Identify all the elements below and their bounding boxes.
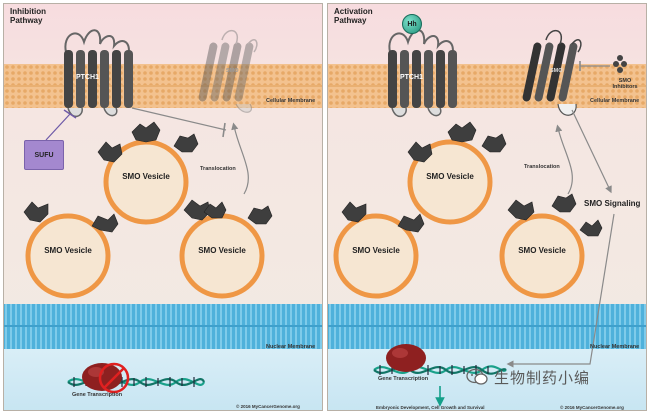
vesicle-label: SMO Vesicle (122, 172, 170, 181)
vesicle-label: SMO Vesicle (44, 246, 92, 255)
smo-label: SMO (550, 68, 563, 74)
active-smo-receptor (522, 30, 582, 116)
vesicle-smo-proteins (341, 121, 603, 237)
ptch1-label: PTCH1 (400, 74, 423, 81)
watermark-text: 生物制药小编 (494, 369, 591, 387)
panel-title: Inhibition Pathway (10, 7, 46, 25)
gene-transcription-label: Gene Transcription (72, 392, 123, 398)
smo-signaling-label: SMO Signaling (584, 199, 641, 208)
inhibition-diagram-art (4, 4, 322, 410)
smo-label: SMO (226, 68, 239, 74)
smo-vesicle (25, 213, 111, 299)
sufu-box: SUFU (24, 140, 64, 170)
smo-inhibitors-label: SMO Inhibitors (612, 78, 638, 90)
smo-inhibitor-molecules (579, 55, 627, 73)
gene-transcription-label: Gene Transcription (378, 376, 429, 382)
cellular-membrane-label: Cellular Membrane (590, 98, 640, 104)
cellular-membrane-label: Cellular Membrane (266, 98, 316, 104)
translocation-label: Translocation (524, 164, 560, 170)
ptch1-label: PTCH1 (76, 74, 99, 81)
blocked-transcription-icon (98, 362, 130, 394)
activation-pathway-panel: Activation Pathway Hh PTCH1 SMO SMO Inhi… (327, 3, 647, 411)
hedgehog-ligand: Hh (402, 14, 422, 34)
rna-polymerase (386, 344, 426, 372)
ptch1-receptor (64, 29, 133, 118)
outcome-text: Embryonic Development, Cell Growth and S… (376, 405, 485, 410)
smo-vesicle (333, 213, 419, 299)
smo-vesicle (499, 213, 585, 299)
activation-diagram-art (328, 4, 646, 410)
nuclear-membrane-label: Nuclear Membrane (590, 344, 640, 350)
vesicle-label: SMO Vesicle (198, 246, 246, 255)
inhibition-pathway-panel: Inhibition Pathway PTCH1 SMO Cellular Me… (3, 3, 323, 411)
vesicle-label: SMO Vesicle (518, 246, 566, 255)
translocation-label: Translocation (200, 166, 236, 172)
vesicle-smo-proteins (23, 121, 273, 233)
vesicle-label: SMO Vesicle (352, 246, 400, 255)
smo-vesicle (407, 139, 493, 225)
inactive-smo-receptor (198, 30, 258, 113)
nuclear-membrane-label: Nuclear Membrane (266, 344, 316, 350)
ptch1-receptor (388, 29, 457, 118)
copyright-text: © 2016 MyCancerGenome.org (236, 404, 300, 409)
vesicle-label: SMO Vesicle (426, 172, 474, 181)
wechat-icon (466, 368, 488, 386)
copyright-text: © 2016 MyCancerGenome.org (560, 405, 624, 410)
smo-vesicle (179, 213, 265, 299)
panel-title: Activation Pathway (334, 7, 373, 25)
